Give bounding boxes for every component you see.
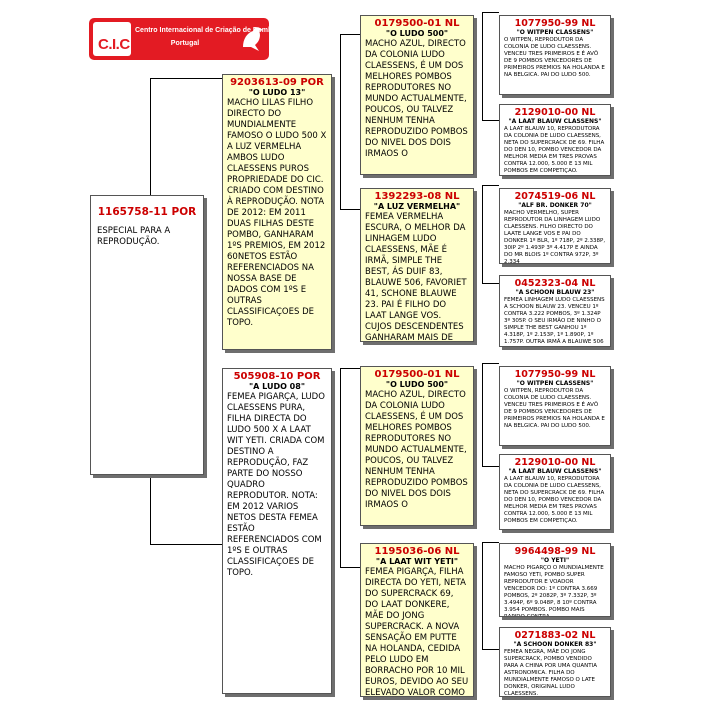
pigeon-name: "A LAAT WIT YETI": [375, 557, 459, 566]
connector: [150, 475, 151, 545]
ring-number: 1077950-99 NL: [514, 369, 596, 380]
pedigree-card-sd: 1392293-08 NL "A LUZ VERMELHA" FEMEA VER…: [360, 188, 474, 342]
logo-abbr: C.I.C: [98, 36, 130, 53]
ring-number: 2074519-06 NL: [514, 191, 596, 202]
pigeon-name: "O LUDO 500": [385, 380, 449, 389]
pigeon-name: "A SCHOON BLAUW 23": [515, 289, 595, 296]
connector: [482, 120, 499, 121]
card-description: FEMEA VERMELHA ESCURA, O MELHOR DA LINHA…: [365, 212, 467, 342]
ring-number: 0452323-04 NL: [514, 278, 596, 289]
connector: [340, 34, 341, 210]
ring-number: 1392293-08 NL: [374, 191, 460, 202]
card-description: MACHO AZUL, DIRECTO DA COLONIA LUDO CLAE…: [365, 39, 468, 159]
pigeon-icon: [243, 27, 263, 51]
pedigree-card-dsd: 2129010-00 NL "A LAAT BLAUW CLASSENS" A …: [499, 454, 611, 530]
ring-number: 9964498-99 NL: [514, 546, 596, 557]
connector: [482, 363, 483, 467]
ring-number: 2129010-00 NL: [514, 107, 596, 118]
pedigree-card-sire: 9203613-09 POR "O LUDO 13" MACHO LILAS F…: [222, 74, 332, 350]
card-description: MACHO VERMELHO, SUPER REPRODUTOR DA LINH…: [504, 210, 606, 264]
card-description: FEMEA PIGARÇA, LUDO CLAESSENS PURA, FILH…: [227, 392, 325, 578]
pedigree-card-sss: 1077950-99 NL "O WITPEN CLASSENS" O WITP…: [499, 15, 611, 95]
pedigree-card-ssd: 2129010-00 NL "A LAAT BLAUW CLASSENS" A …: [499, 104, 611, 176]
connector: [150, 78, 151, 195]
pedigree-card-dds: 9964498-99 NL "O YETI" MACHO PIGARÇO O M…: [499, 543, 611, 617]
logo-title: Centro Internacional de Criação de Pombo…: [135, 27, 281, 34]
connector: [482, 466, 499, 467]
ring-number: 0179500-01 NL: [374, 18, 460, 29]
logo-badge: C.I.C: [93, 22, 131, 56]
connector: [482, 185, 499, 186]
connector: [482, 542, 483, 650]
connector: [340, 34, 360, 35]
pedigree-card-ss: 0179500-01 NL "O LUDO 500" MACHO AZUL, D…: [360, 15, 474, 175]
ring-number: 0179500-01 NL: [374, 369, 460, 380]
ring-number: 1165758-11 POR: [97, 206, 197, 218]
pigeon-name: "O WITPEN CLASSENS": [516, 29, 594, 36]
ring-number: 9203613-09 POR: [230, 77, 324, 88]
ring-number: 0271883-02 NL: [514, 630, 596, 641]
card-description: FEMEA LINHAGEM LUDO CLAESSENS A SCHOON B…: [504, 297, 605, 345]
card-description: A LAAT BLAUW 10, REPRODUTORA DA COLONIA …: [504, 476, 605, 524]
card-description: MACHO AZUL, DIRECTO DA COLONIA LUDO CLAE…: [365, 390, 468, 510]
pigeon-name: "A LUZ VERMELHA": [373, 202, 461, 211]
pigeon-name: "O WITPEN CLASSENS": [516, 380, 594, 387]
pedigree-card-sdd: 0452323-04 NL "A SCHOON BLAUW 23" FEMEA …: [499, 275, 611, 347]
pedigree-card-dd: 1195036-06 NL "A LAAT WIT YETI" FEMEA PI…: [360, 543, 474, 697]
connector: [340, 368, 341, 568]
pigeon-name: "A SCHOON DONKER 83": [513, 641, 597, 648]
connector: [482, 649, 499, 650]
connector: [340, 368, 360, 369]
pigeon-name: "A LUDO 08": [249, 382, 305, 391]
pigeon-name: "ALF BR. DONKER 70": [518, 202, 592, 209]
pedigree-card-subject: 1165758-11 POR ESPECIAL PARA A REPRODUÇÃ…: [90, 195, 204, 475]
ring-number: 1077950-99 NL: [514, 18, 596, 29]
pedigree-card-ddd: 0271883-02 NL "A SCHOON DONKER 83" FEMEA…: [499, 627, 611, 697]
cic-logo: C.I.C Centro Internacional de Criação de…: [89, 18, 280, 60]
card-description: O WITPEN, REPRODUTOR DA COLONIA DE LUDO …: [504, 37, 605, 78]
card-description: FEMEA PIGARÇA, FILHA DIRECTA DO YETI, NE…: [365, 567, 469, 697]
card-description: ESPECIAL PARA A REPRODUÇÃO.: [97, 226, 171, 247]
pedigree-card-dss: 1077950-99 NL "O WITPEN CLASSENS" O WITP…: [499, 366, 611, 446]
connector: [482, 283, 499, 284]
connector: [150, 544, 222, 545]
pedigree-card-dam: 505908-10 POR "A LUDO 08" FEMEA PIGARÇA,…: [222, 368, 332, 694]
card-description: MACHO LILAS FILHO DIRECTO DO MUNDIALMENT…: [227, 98, 327, 328]
card-description: FEMEA NEGRA, MÃE DO JONG SUPERCRACK, POM…: [504, 649, 598, 697]
card-description: A LAAT BLAUW 10, REPRODUTORA DA COLONIA …: [504, 126, 605, 174]
connector: [482, 542, 499, 543]
pigeon-name: "O YETI": [540, 557, 570, 564]
logo-country: Portugal: [170, 40, 200, 47]
connector: [340, 567, 360, 568]
connector: [482, 12, 483, 120]
connector: [482, 12, 499, 13]
pigeon-name: "A LAAT BLAUW CLASSENS": [508, 118, 602, 125]
pigeon-name: "O LUDO 500": [385, 29, 449, 38]
ring-number: 505908-10 POR: [233, 371, 321, 382]
ring-number: 2129010-00 NL: [514, 457, 596, 468]
connector: [150, 78, 222, 79]
pigeon-name: "O LUDO 13": [248, 88, 306, 97]
connector: [340, 209, 360, 210]
pedigree-card-sds: 2074519-06 NL "ALF BR. DONKER 70" MACHO …: [499, 188, 611, 264]
card-description: O WITPEN, REPRODUTOR DA COLONIA DE LUDO …: [504, 388, 605, 429]
pigeon-name: "A LAAT BLAUW CLASSENS": [508, 468, 602, 475]
pedigree-card-ds: 0179500-01 NL "O LUDO 500" MACHO AZUL, D…: [360, 366, 474, 526]
card-description: MACHO PIGARÇO O MUNDIALMENTE FAMOSO YETI…: [504, 565, 604, 617]
connector: [482, 363, 499, 364]
connector: [482, 185, 483, 283]
ring-number: 1195036-06 NL: [374, 546, 460, 557]
